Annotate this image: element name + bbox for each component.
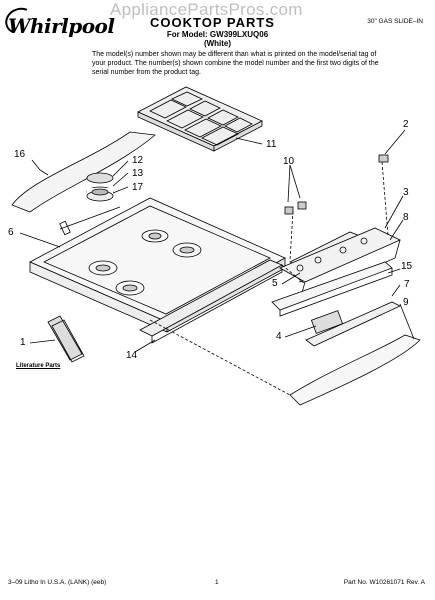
- literature-parts-label: Literature Parts: [16, 363, 61, 369]
- footer-print-info: 3–09 Litho In U.S.A. (LANK) (eeb): [8, 579, 107, 586]
- color-line: (White): [203, 39, 232, 48]
- range-type: 30" GAS SLIDE–IN: [367, 18, 423, 25]
- model-line: For Model: GW399LXUQ06: [166, 30, 269, 39]
- part-cooktop: [29, 197, 286, 333]
- callout-7: 7: [404, 279, 410, 290]
- part-grate: [137, 86, 263, 152]
- footer-page-number: 1: [215, 579, 219, 586]
- callout-3: 3: [403, 187, 409, 198]
- callout-14: 14: [126, 350, 138, 361]
- page-title: COOKTOP PARTS: [150, 15, 275, 30]
- callout-4: 4: [276, 331, 282, 342]
- callout-12: 12: [132, 155, 144, 166]
- callout-13: 13: [132, 168, 144, 179]
- callout-17: 17: [132, 182, 144, 193]
- watermark: AppliancePartsPros.com: [110, 0, 303, 19]
- callout-1: 1: [20, 337, 26, 348]
- callout-2: 2: [403, 119, 409, 130]
- footer-part-number: Part No. W10261071 Rev. A: [343, 579, 425, 586]
- part-lower-trim: [305, 301, 401, 347]
- callout-10: 10: [283, 156, 295, 167]
- callout-9: 9: [403, 297, 409, 308]
- brand-logo: Whirlpool: [8, 14, 115, 38]
- callout-15: 15: [401, 261, 413, 272]
- callout-11: 11: [266, 139, 277, 150]
- model-notice: The model(s) number shown may be differe…: [92, 51, 379, 76]
- part-kick-plate: [289, 334, 421, 406]
- callout-5: 5: [272, 278, 278, 289]
- part-trim: [11, 131, 156, 213]
- part-literature: [47, 315, 83, 361]
- callout-6: 6: [8, 227, 14, 238]
- part-burner-cap: [86, 172, 114, 184]
- callout-16: 16: [14, 149, 26, 160]
- callout-8: 8: [403, 212, 409, 223]
